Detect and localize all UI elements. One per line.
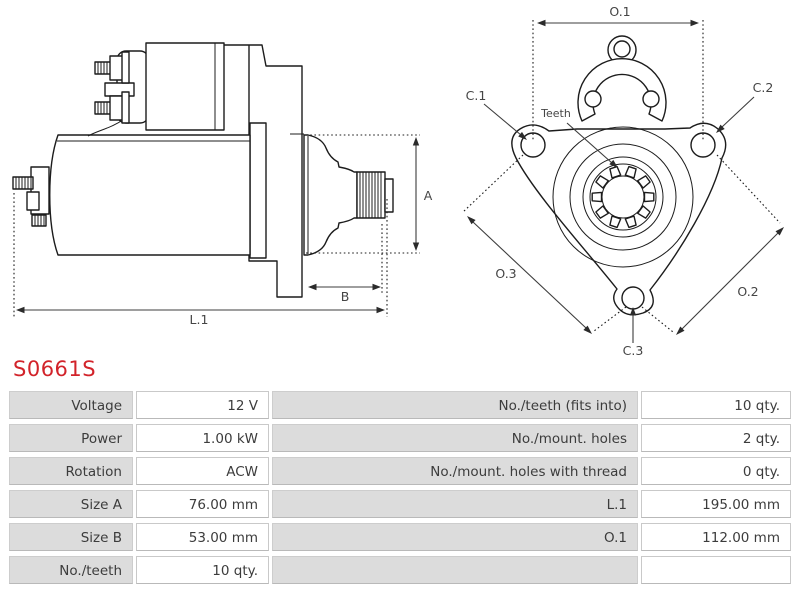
spec-value-voltage: 12 V: [136, 391, 269, 419]
spec-label-no-teeth: No./teeth: [9, 556, 133, 584]
spec-value-thread-holes: 0 qty.: [641, 457, 791, 485]
motor-body: [49, 134, 251, 256]
spec-value-mount-holes: 2 qty.: [641, 424, 791, 452]
spec-value-power: 1.00 kW: [136, 424, 269, 452]
spec-label-size-a: Size A: [9, 490, 133, 518]
dim-label-o2: O.2: [737, 284, 758, 299]
dim-label-c1: C.1: [466, 88, 487, 103]
callout-c3: C.3: [623, 307, 644, 355]
dimension-o2: O.2: [641, 154, 784, 335]
dim-label-c2: C.2: [753, 80, 774, 95]
spec-label-empty: [272, 556, 638, 584]
terminal-stud-bottom: [94, 91, 130, 124]
pinion-gear: [356, 171, 394, 219]
dim-label-o3: O.3: [495, 266, 516, 281]
through-bolt: [12, 176, 34, 190]
spec-label-rotation: Rotation: [9, 457, 133, 485]
crown-left-hole: [584, 90, 602, 108]
dimension-o3: O.3: [462, 154, 627, 334]
technical-drawing: A B L.1: [12, 4, 784, 355]
spec-value-size-b: 53.00 mm: [136, 523, 269, 551]
dimension-l1: L.1: [13, 193, 388, 327]
spec-label-mount-holes: No./mount. holes: [272, 424, 638, 452]
center-bracket: [249, 122, 267, 259]
spec-value-o1: 112.00 mm: [641, 523, 791, 551]
mount-hole-c1: [520, 132, 546, 158]
dim-label-teeth: Teeth: [540, 107, 571, 120]
spec-value-no-teeth: 10 qty.: [136, 556, 269, 584]
solenoid-body: [145, 42, 225, 131]
dim-label-b: B: [341, 289, 350, 304]
crown-top-hole: [613, 40, 631, 58]
spec-label-size-b: Size B: [9, 523, 133, 551]
dim-label-o1: O.1: [609, 4, 630, 19]
rear-stud: [31, 214, 47, 227]
dim-label-a: A: [424, 188, 433, 203]
spec-value-l1: 195.00 mm: [641, 490, 791, 518]
callout-c1: C.1: [466, 88, 527, 140]
mount-hole-c3: [621, 286, 645, 310]
callout-teeth: Teeth: [540, 107, 618, 168]
terminal-wire: [87, 118, 125, 137]
callout-c2: C.2: [716, 80, 773, 133]
top-bracket-crown: [577, 35, 667, 122]
dim-label-l1: L.1: [190, 312, 209, 327]
terminal-stud-top: [94, 51, 130, 84]
part-number: S0661S: [13, 357, 97, 381]
crown-right-hole: [642, 90, 660, 108]
spec-value-rotation: ACW: [136, 457, 269, 485]
dimension-b: B: [308, 224, 383, 304]
drive-end-bell: [303, 134, 358, 256]
spec-label-l1: L.1: [272, 490, 638, 518]
dimension-a: A: [306, 134, 433, 254]
spline-teeth: [591, 165, 655, 229]
dimension-o1: O.1: [532, 4, 704, 141]
front-view: O.1 C.1 C.2 C.3: [462, 4, 784, 355]
spec-label-thread-holes: No./mount. holes with thread: [272, 457, 638, 485]
spec-label-teeth-fits: No./teeth (fits into): [272, 391, 638, 419]
spec-value-teeth-fits: 10 qty.: [641, 391, 791, 419]
mount-hole-c2: [690, 132, 716, 158]
spec-label-o1: O.1: [272, 523, 638, 551]
side-view: A B L.1: [12, 42, 433, 327]
spec-label-power: Power: [9, 424, 133, 452]
rear-bolt-head: [26, 191, 40, 211]
spec-label-voltage: Voltage: [9, 391, 133, 419]
spec-value-empty: [641, 556, 791, 584]
spec-value-size-a: 76.00 mm: [136, 490, 269, 518]
dim-label-c3: C.3: [623, 343, 644, 355]
spec-table: Voltage 12 V No./teeth (fits into) 10 qt…: [9, 391, 791, 584]
